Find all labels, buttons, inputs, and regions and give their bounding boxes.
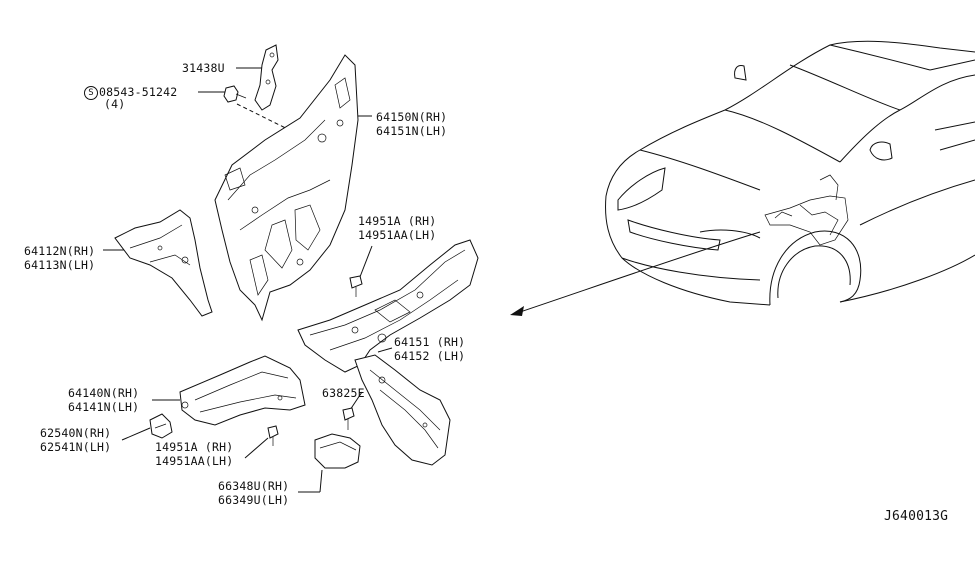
label-66349u: 66349U(LH) [218, 493, 290, 507]
label-64113n: 64113N(LH) [24, 258, 96, 272]
circled-s-icon: S [84, 86, 98, 100]
part-64150n-panel [214, 54, 359, 322]
part-63825e-bolt [342, 407, 355, 430]
label-64152: 64152 (LH) [394, 349, 466, 363]
part-31438u [254, 44, 279, 111]
label-14951a-top: 14951A (RH) [358, 214, 437, 228]
label-64151n: 64151N(LH) [376, 124, 448, 138]
part-66348u-bracket [314, 433, 361, 469]
part-64140n-bracket [179, 355, 306, 426]
part-64151-lower-member [354, 354, 451, 466]
part-14951a-bolt-bottom [267, 425, 279, 446]
label-64140n: 64140N(RH) [68, 386, 140, 400]
label-64112n: 64112N(RH) [24, 244, 96, 258]
part-64151-rail [297, 239, 479, 373]
label-14951aa-bottom: 14951AA(LH) [155, 454, 234, 468]
label-62541n: 62541N(LH) [40, 440, 112, 454]
pointer-arrow [519, 231, 761, 313]
label-14951a-bottom: 14951A (RH) [155, 440, 234, 454]
part-64112n-bracket [114, 209, 213, 317]
part-14951a-bolt-top [349, 275, 363, 297]
diagram-code: J640013G [884, 509, 949, 524]
part-08543-bolt [223, 85, 247, 103]
label-31438u: 31438U [182, 61, 225, 75]
label-64141n: 64141N(LH) [68, 400, 140, 414]
label-63825e: 63825E [322, 386, 365, 400]
label-08543-51242: 08543-51242 [99, 85, 178, 99]
label-66348u: 66348U(RH) [218, 479, 290, 493]
circled-s-letter: S [88, 88, 94, 98]
label-64150n: 64150N(RH) [376, 110, 448, 124]
label-14951aa-top: 14951AA(LH) [358, 228, 437, 242]
car-illustration [605, 40, 975, 306]
label-64151: 64151 (RH) [394, 335, 466, 349]
label-62540n: 62540N(RH) [40, 426, 112, 440]
pointer-arrowhead [510, 306, 524, 316]
part-62540n-bracket [149, 413, 173, 439]
label-08543-qty: (4) [104, 97, 126, 111]
